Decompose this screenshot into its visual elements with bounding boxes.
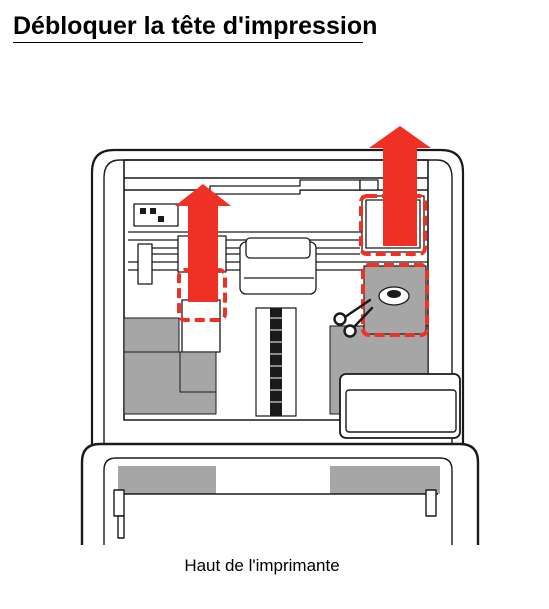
right-top-highlight bbox=[359, 194, 427, 256]
scissors-icon bbox=[333, 298, 374, 338]
title-underline bbox=[13, 42, 363, 43]
front-lid bbox=[80, 442, 480, 545]
arrow-up-icon bbox=[369, 126, 431, 246]
right-head-highlight bbox=[361, 263, 429, 337]
display-panel bbox=[339, 373, 461, 439]
lift-arrows bbox=[175, 126, 431, 302]
page-title: Débloquer la tête d'impression bbox=[13, 12, 378, 40]
center-belt bbox=[255, 307, 297, 417]
arrow-up-icon bbox=[175, 184, 231, 302]
figure-caption: Haut de l'imprimante bbox=[184, 556, 340, 575]
